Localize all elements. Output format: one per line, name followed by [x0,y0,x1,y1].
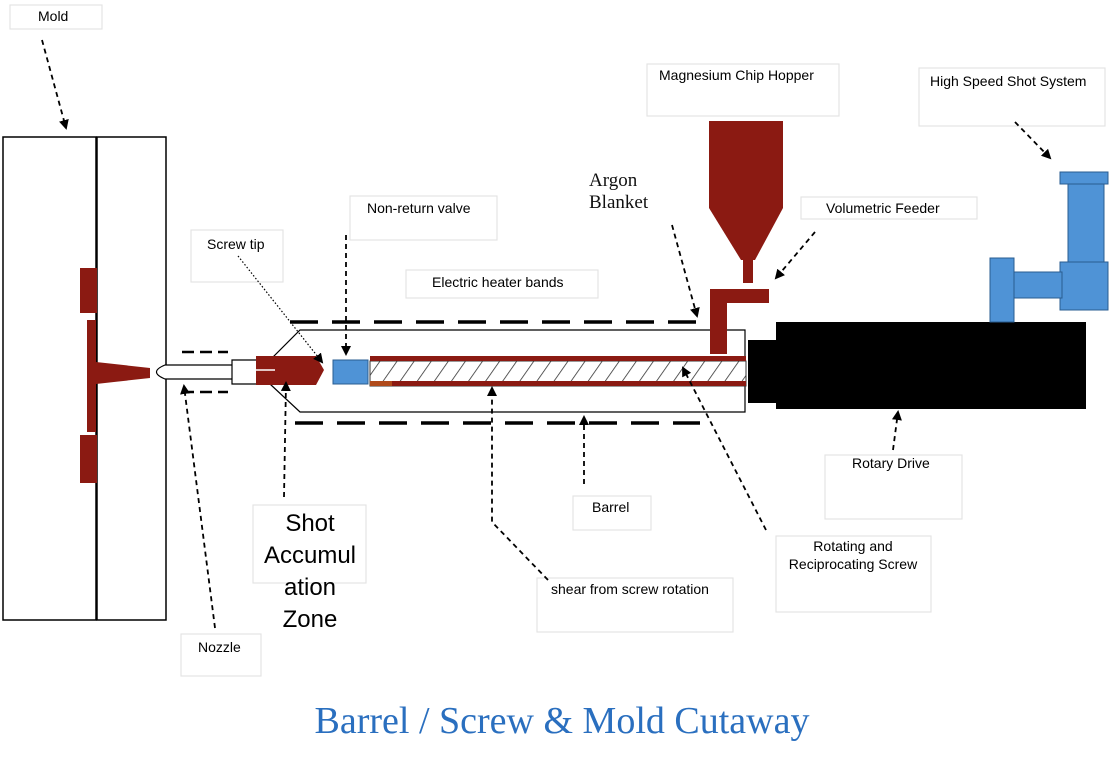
label-nozzle: Nozzle [198,639,241,655]
mold-insert-bottom [80,435,97,483]
label-heater-bands: Electric heater bands [432,274,564,290]
hopper-feeder [709,121,783,354]
label-rotating-line1: Rotating and [813,538,892,554]
label-rotary-drive: Rotary Drive [852,455,930,471]
mold-insert-top [80,268,97,313]
label-shear: shear from screw rotation [551,581,709,597]
label-hopper: Magnesium Chip Hopper [659,67,814,83]
rotary-drive-block [776,322,1086,409]
shot-system [989,171,1109,323]
label-shot-line2: Accumul [264,542,356,569]
screw-coupling [748,340,776,403]
label-shot-system: High Speed Shot System [930,73,1086,89]
mold [2,136,167,621]
label-screw-tip: Screw tip [207,236,265,252]
label-volumetric-feeder: Volumetric Feeder [826,200,940,216]
label-shot-line4: Zone [283,606,338,633]
label-argon-line1: Argon [589,170,638,191]
label-barrel: Barrel [592,499,629,515]
mold-cavity [87,320,96,432]
label-shot-line1: Shot [285,510,335,537]
screw-tip-shape [256,356,324,385]
label-argon-line2: Blanket [589,192,649,213]
label-shot-line3: ation [284,574,336,601]
diagram-title: Barrel / Screw & Mold Cutaway [315,700,810,742]
mold-half-left [2,136,97,621]
hopper [709,121,783,260]
non-return-valve-ring [332,359,369,385]
label-non-return-valve: Non-return valve [367,200,471,216]
label-mold: Mold [38,8,68,24]
sprue [96,362,150,384]
label-rotating-line2: Reciprocating Screw [789,556,918,572]
volumetric-feeder-shape [710,289,769,303]
